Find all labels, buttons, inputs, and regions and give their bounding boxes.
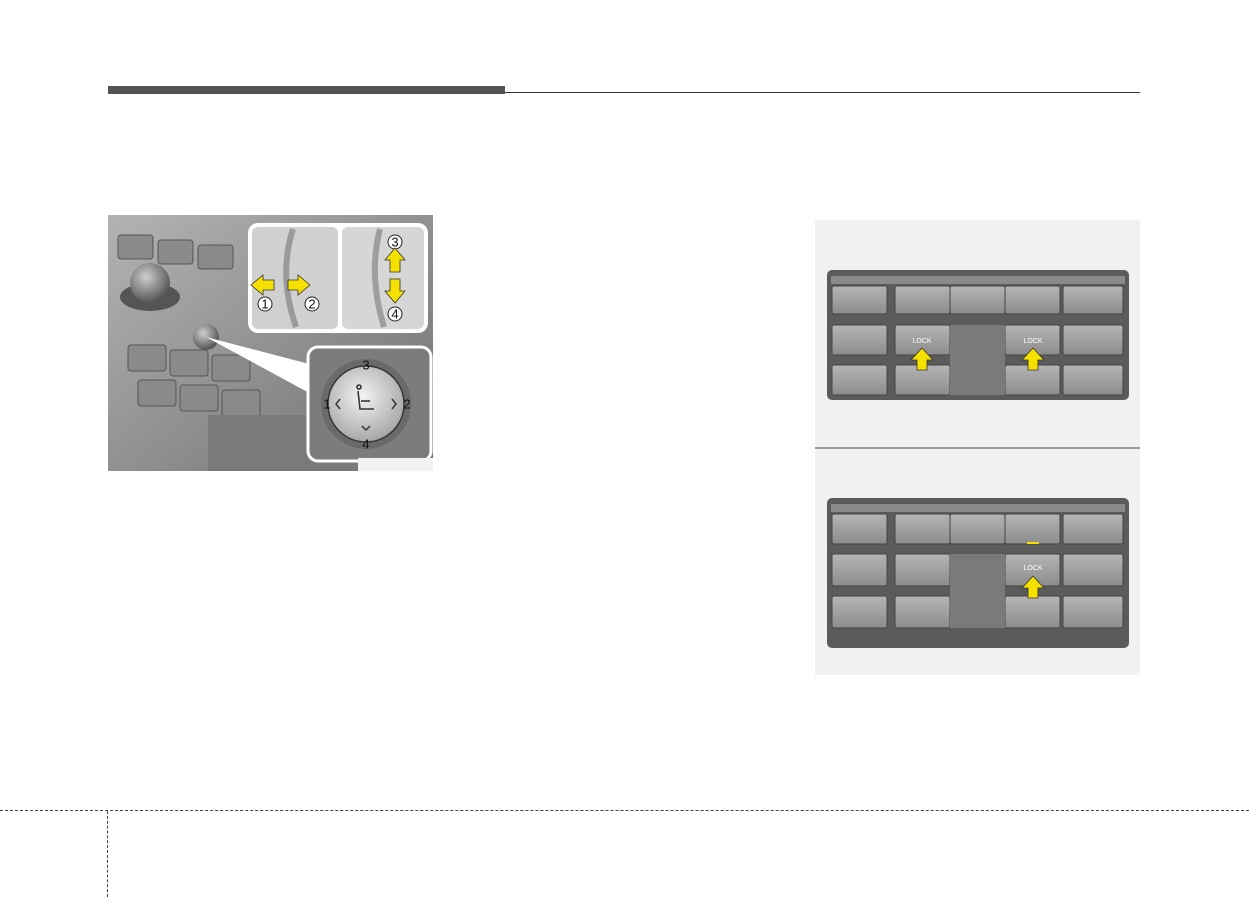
indicator-light [1027,542,1039,544]
footer-divider [107,811,108,897]
lock-label-bottom-right: LOCK [1023,565,1042,572]
rotary-knob [130,263,170,303]
window-lock-figure: LOCK LOCK [815,220,1140,675]
label-3-top: 3 [391,235,398,250]
label-2-knob: 2 [403,397,410,412]
switch-panel-bottom: LOCK [827,498,1129,648]
seat-control-figure: 1 2 3 4 3 4 1 2 [108,215,433,471]
header-bar [108,86,505,94]
label-4-top: 4 [391,307,398,322]
header-rule [505,92,1140,93]
label-2-top: 2 [308,297,315,312]
footer-rule [0,810,1249,811]
label-1-knob: 1 [323,397,330,412]
label-4-knob: 4 [362,437,369,452]
label-3-knob: 3 [362,358,369,373]
lock-label-top-left: LOCK [912,338,931,345]
label-1-top: 1 [261,297,268,312]
switch-panel-top: LOCK LOCK [827,270,1129,400]
lock-label-top-right: LOCK [1023,338,1042,345]
